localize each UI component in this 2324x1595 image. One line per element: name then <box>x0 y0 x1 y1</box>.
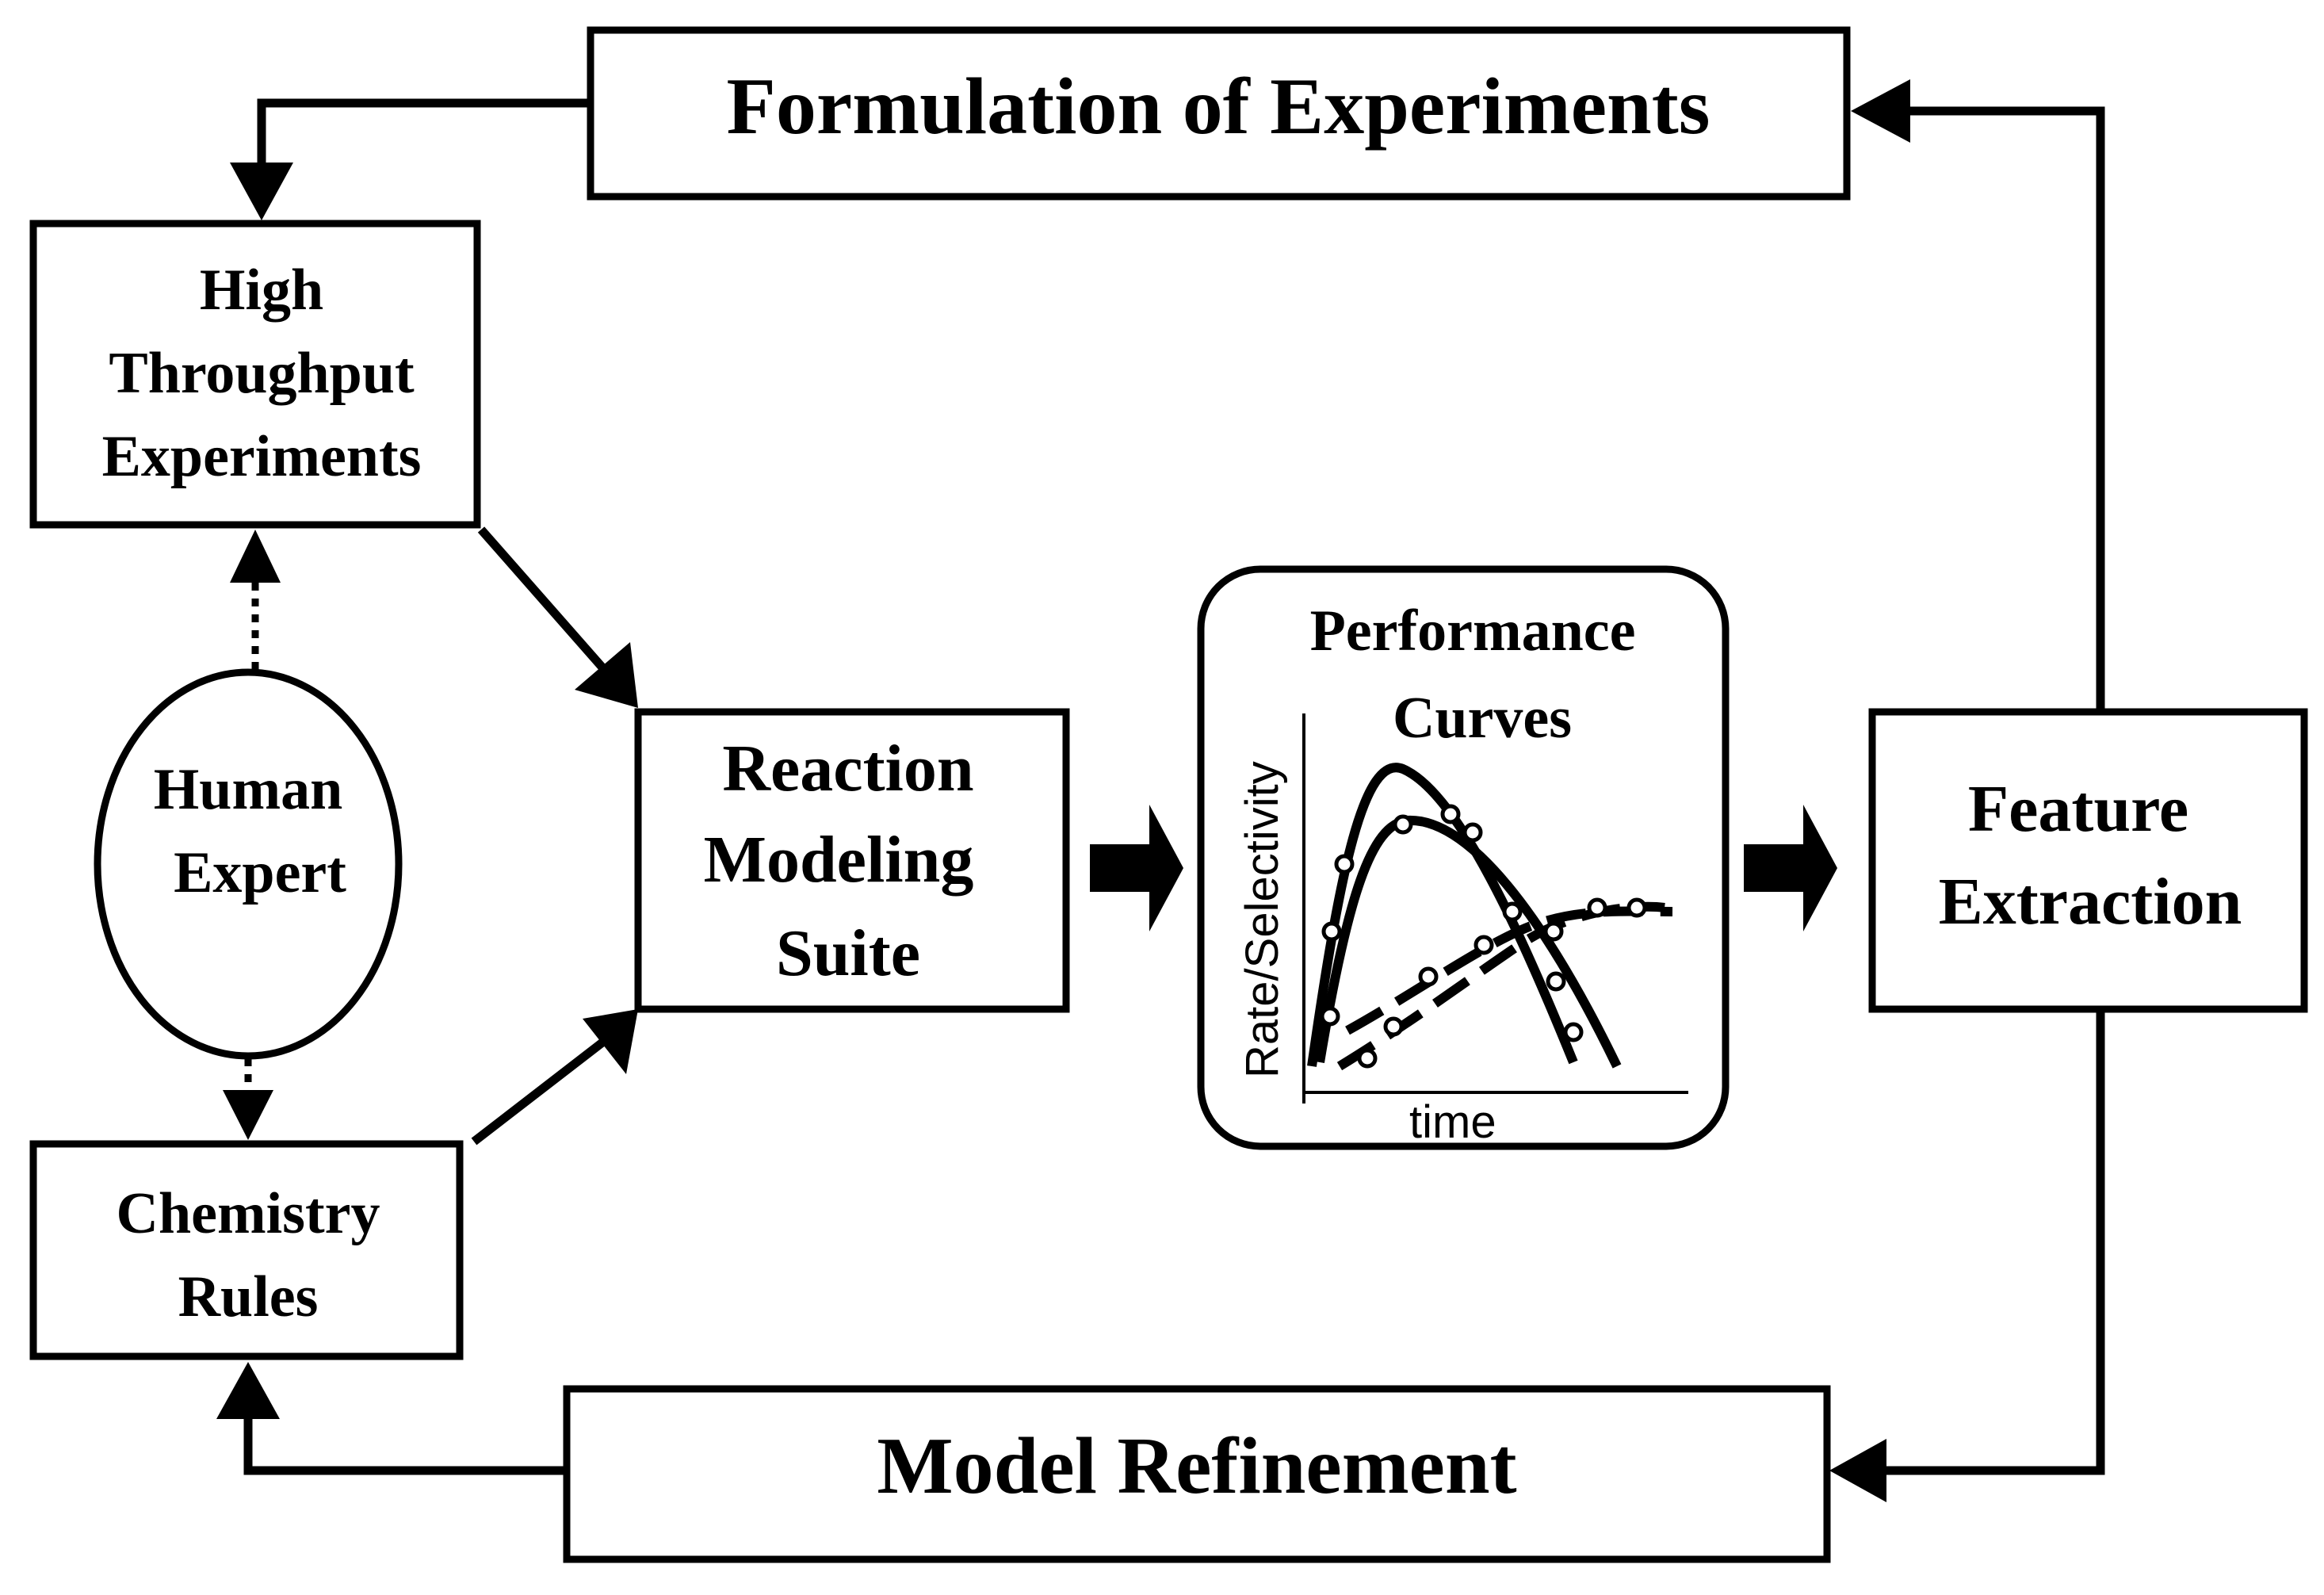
reaction-modeling-suite-box: Reaction Modeling Suite <box>634 708 1070 1013</box>
data-point <box>1393 814 1413 835</box>
data-point <box>1474 935 1494 955</box>
reaction-modeling-line-1: Reaction <box>722 732 973 805</box>
human-expert-line-1: Human <box>154 757 343 822</box>
performance-curves-line-2: Curves <box>1393 686 1572 751</box>
arrow-expert-to-high-throughput <box>230 530 281 670</box>
feature-extraction-box: Feature Extraction <box>1868 708 2308 1013</box>
performance-curves-line-1: Performance <box>1310 599 1636 664</box>
arrow-performance-to-feature <box>1744 805 1837 931</box>
feature-extraction-line-2: Extraction <box>1939 865 2242 939</box>
chemistry-rules-box: Chemistry Rules <box>29 1140 464 1360</box>
reaction-modeling-line-2: Modeling <box>704 823 974 897</box>
data-point <box>1563 1022 1584 1042</box>
arrow-reaction-to-performance <box>1090 805 1183 931</box>
model-refinement-label: Model Refinement <box>877 1421 1516 1511</box>
data-point <box>1320 1006 1340 1027</box>
arrow-formulation-to-high-throughput <box>230 98 591 220</box>
plot-y-label: Rate/Selectivity <box>1237 761 1288 1078</box>
data-point <box>1334 854 1355 874</box>
arrow-high-throughput-to-reaction-modeling <box>477 526 638 708</box>
data-point <box>1626 897 1647 918</box>
data-point <box>1383 1016 1404 1037</box>
performance-curves-panel: Performance Curves Rate/Selectivity time <box>1197 565 1730 1150</box>
data-point <box>1543 921 1564 942</box>
feature-extraction-line-1: Feature <box>1968 772 2188 846</box>
arrow-model-refinement-to-chemistry-rules <box>216 1362 567 1475</box>
chemistry-rules-line-2: Rules <box>178 1264 319 1329</box>
chemistry-rules-line-1: Chemistry <box>117 1181 380 1246</box>
model-refinement-box: Model Refinement <box>563 1385 1831 1563</box>
curve-rate-high <box>1307 763 1578 1067</box>
data-point <box>1357 1048 1378 1069</box>
plot-data-points <box>1320 804 1647 1069</box>
arrow-expert-to-chemistry-rules <box>223 1058 273 1140</box>
data-point <box>1418 966 1439 987</box>
reaction-modeling-line-3: Suite <box>776 916 920 990</box>
formulation-label: Formulation of Experiments <box>727 62 1711 151</box>
data-point <box>1502 901 1523 922</box>
arrow-feature-to-model-refinement <box>1829 1009 2105 1502</box>
data-point <box>1321 921 1342 942</box>
data-point <box>1587 897 1607 918</box>
human-expert-line-2: Expert <box>174 840 346 905</box>
data-point <box>1440 804 1461 824</box>
human-expert-node: Human Expert <box>94 668 403 1060</box>
high-throughput-line-2: Throughput <box>109 341 415 406</box>
data-point <box>1462 822 1483 843</box>
arrow-feature-to-formulation <box>1851 79 2105 712</box>
high-throughput-line-1: High <box>200 258 323 323</box>
high-throughput-experiments-box: High Throughput Experiments <box>29 220 481 529</box>
arrow-chemistry-rules-to-reaction-modeling <box>471 1009 638 1146</box>
data-point <box>1546 971 1566 992</box>
plot-x-label: time <box>1409 1096 1496 1148</box>
formulation-of-experiments-box: Formulation of Experiments <box>587 26 1851 201</box>
high-throughput-line-3: Experiments <box>102 424 422 489</box>
